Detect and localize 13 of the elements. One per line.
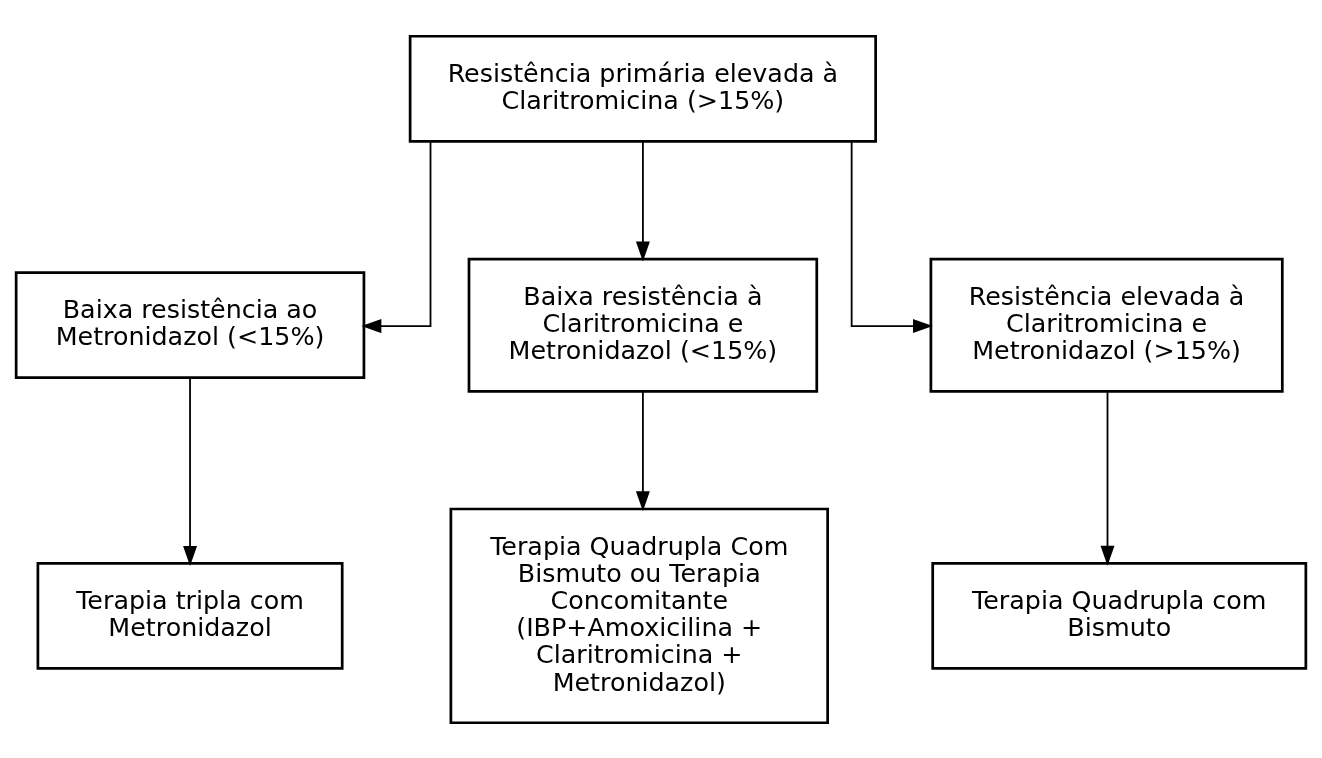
node-box: Terapia Quadrupla com Bismuto [931, 561, 1308, 670]
node-box: Resistência primária elevada à Claritromicina (>15%) [408, 34, 877, 143]
arrow [183, 376, 198, 566]
node-box: Terapia tripla com Metronidazol [36, 561, 344, 670]
arrow [850, 140, 933, 333]
node-box: Baixa resistência à Claritromicina e Metronidazol (<15%) [467, 257, 819, 393]
node-box: Resistência elevada à Claritromicina e Metronidazol (>15%) [929, 257, 1284, 393]
arrow [1100, 390, 1115, 566]
arrow [361, 140, 432, 333]
arrow [635, 140, 650, 261]
arrow [635, 390, 650, 511]
node-box: Baixa resistência ao Metronidazol (<15%) [14, 270, 366, 379]
node-box: Terapia Quadrupla Com Bismuto ou Terapia Concomitante (IBP+Amoxicilina + Claritromicina + Metronidazol) [449, 507, 829, 724]
